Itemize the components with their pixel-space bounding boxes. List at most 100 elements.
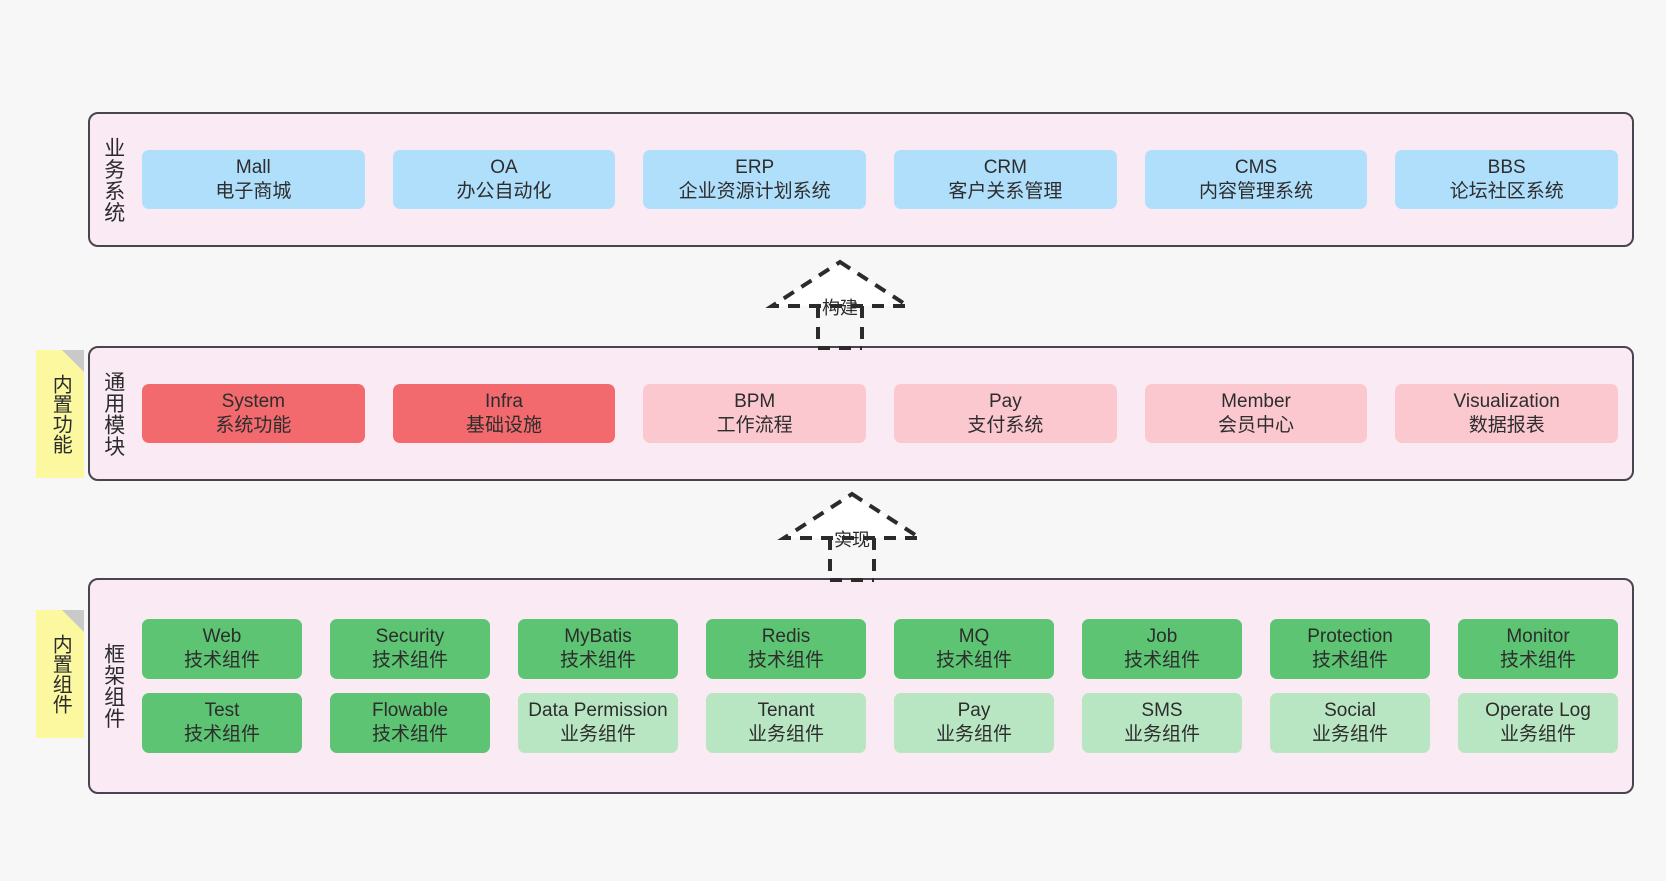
card-title: Web xyxy=(202,626,242,648)
card-title: Operate Log xyxy=(1485,700,1591,721)
card-title: Redis xyxy=(761,626,811,648)
card-subtitle: 客户关系管理 xyxy=(948,180,1063,202)
card-subtitle: 业务组件 xyxy=(1311,723,1388,745)
card-title: CRM xyxy=(983,156,1027,178)
card-title: System xyxy=(221,390,286,412)
card-title: Flowable xyxy=(371,700,449,721)
card-subtitle: 业务组件 xyxy=(1123,723,1200,745)
connector-build: 构建 xyxy=(760,258,920,350)
card-subtitle: 技术组件 xyxy=(559,650,636,672)
card-title: Job xyxy=(1146,626,1178,648)
card-subtitle: 技术组件 xyxy=(1311,650,1388,672)
card-subtitle: 论坛社区系统 xyxy=(1449,180,1564,202)
layer-title-business-system: 业务系统 xyxy=(101,136,125,223)
card-subtitle: 技术组件 xyxy=(371,723,448,745)
card-title: Infra xyxy=(484,390,524,412)
connector-label-implement: 实现 xyxy=(834,530,870,550)
card-title: Monitor xyxy=(1506,626,1570,648)
card-title: Tenant xyxy=(757,700,815,721)
connector-label-build: 构建 xyxy=(822,298,858,318)
card-title: Test xyxy=(204,700,240,721)
layer-title-common-module: 通用模块 xyxy=(101,370,125,457)
sticky-note-label: 内置组件 xyxy=(49,634,72,714)
card-title: Data Permission xyxy=(528,700,668,721)
card-title: Member xyxy=(1221,390,1291,412)
card-title: Security xyxy=(375,626,445,648)
card-title: Protection xyxy=(1307,626,1393,648)
generalization-arrow-icon xyxy=(777,491,927,582)
sticky-note-framework-component: 内置组件 xyxy=(36,610,84,738)
card-subtitle: 技术组件 xyxy=(747,650,824,672)
card-subtitle: 基础设施 xyxy=(466,414,543,436)
card-subtitle: 技术组件 xyxy=(183,650,260,672)
card-subtitle: 支付系统 xyxy=(967,414,1044,436)
card-subtitle: 工作流程 xyxy=(716,414,793,436)
card-subtitle: 技术组件 xyxy=(183,723,260,745)
card-subtitle: 业务组件 xyxy=(935,723,1012,745)
connector-implement: 实现 xyxy=(772,490,932,582)
card-subtitle: 系统功能 xyxy=(215,414,292,436)
card-subtitle: 技术组件 xyxy=(935,650,1012,672)
card-title: Pay xyxy=(988,390,1022,412)
card-subtitle: 数据报表 xyxy=(1468,414,1545,436)
card-subtitle: 技术组件 xyxy=(371,650,448,672)
card-title: Mall xyxy=(235,156,271,178)
card-subtitle: 业务组件 xyxy=(747,723,824,745)
card-title: OA xyxy=(490,156,518,178)
card-title: CMS xyxy=(1234,156,1278,178)
card-subtitle: 企业资源计划系统 xyxy=(678,180,831,202)
card-title: BBS xyxy=(1487,156,1526,178)
card-title: ERP xyxy=(735,156,775,178)
card-subtitle: 电子商城 xyxy=(215,180,292,202)
card-subtitle: 办公自动化 xyxy=(456,180,552,202)
card-subtitle: 会员中心 xyxy=(1218,414,1295,436)
sticky-note-common-module: 内置功能 xyxy=(36,350,84,478)
card-title: Social xyxy=(1324,700,1376,721)
card-title: BPM xyxy=(734,390,776,412)
card-title: SMS xyxy=(1141,700,1183,721)
card-subtitle: 业务组件 xyxy=(559,723,636,745)
card-title: MQ xyxy=(958,626,990,648)
card-subtitle: 业务组件 xyxy=(1499,723,1576,745)
card-subtitle: 内容管理系统 xyxy=(1199,180,1314,202)
card-subtitle: 技术组件 xyxy=(1123,650,1200,672)
